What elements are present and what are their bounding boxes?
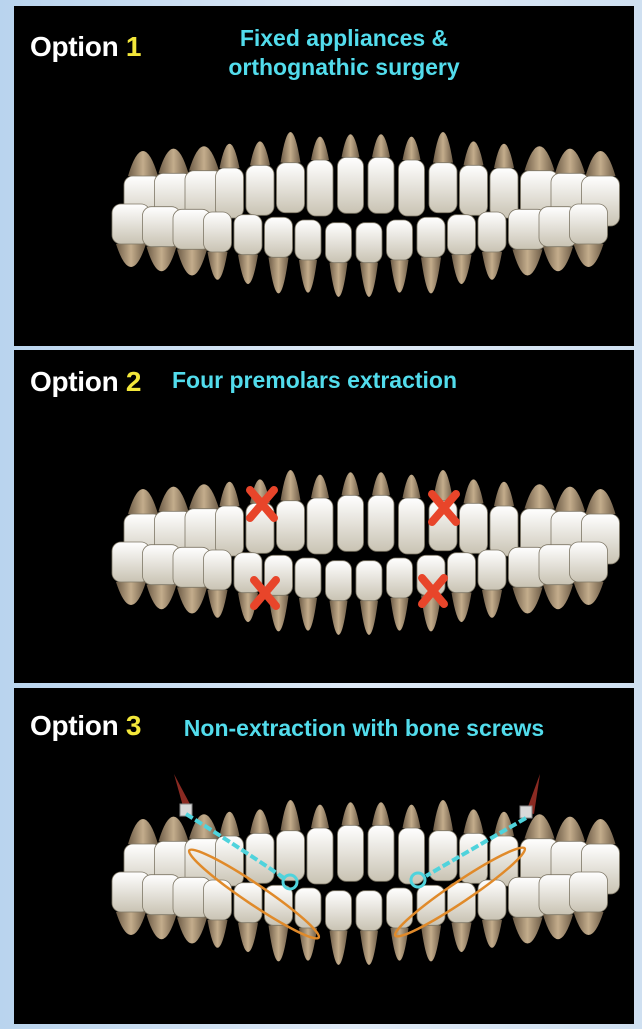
dental-arch-illustration-2: [14, 444, 634, 684]
option-2-label: Option 2: [30, 366, 141, 398]
option-3-description: Non-extraction with bone screws: [164, 714, 564, 743]
lower-tooth: [417, 885, 445, 961]
upper-tooth: [490, 482, 518, 556]
upper-tooth: [277, 800, 305, 881]
option-2-number: 2: [126, 366, 141, 397]
upper-tooth: [429, 800, 457, 881]
dental-arch-illustration-1: [14, 106, 634, 346]
option-2-description: Four premolars extraction: [172, 366, 572, 395]
upper-tooth: [307, 805, 333, 884]
upper-tooth: [277, 470, 305, 551]
bone-screw-right: [520, 774, 540, 818]
lower-tooth: [326, 561, 352, 635]
lower-tooth: [478, 212, 506, 280]
lower-tooth: [356, 223, 382, 297]
upper-tooth: [399, 475, 425, 554]
option-1-label: Option 1: [30, 31, 141, 63]
lower-tooth: [387, 558, 413, 631]
lower-tooth: [234, 215, 262, 284]
bone-screw-left: [174, 774, 192, 816]
option-2-prefix: Option: [30, 366, 118, 397]
option-1-prefix: Option: [30, 31, 118, 62]
lower-tooth: [265, 885, 293, 961]
upper-tooth: [490, 144, 518, 218]
upper-tooth: [460, 479, 488, 553]
option-1-panel: Option 1 Fixed appliances & orthognathic…: [14, 6, 634, 346]
upper-tooth: [429, 132, 457, 213]
lower-tooth: [204, 550, 232, 618]
upper-tooth: [368, 472, 394, 551]
upper-tooth: [307, 475, 333, 554]
option-3-prefix: Option: [30, 710, 118, 741]
upper-tooth: [216, 144, 244, 218]
lower-tooth: [417, 217, 445, 293]
upper-tooth: [246, 809, 274, 883]
lower-tooth: [295, 558, 321, 631]
lower-tooth: [570, 542, 608, 605]
lower-tooth: [204, 212, 232, 280]
option-2-panel: Option 2 Four premolars extraction: [14, 350, 634, 683]
lower-tooth: [478, 550, 506, 618]
upper-tooth: [277, 132, 305, 213]
teeth-arches-1: [112, 132, 620, 297]
lower-tooth: [448, 553, 476, 622]
option-3-label: Option 3: [30, 710, 141, 742]
lower-tooth: [204, 880, 232, 948]
lower-tooth: [295, 220, 321, 293]
upper-tooth: [368, 802, 394, 881]
upper-tooth: [307, 137, 333, 216]
lower-tooth: [326, 891, 352, 965]
lower-tooth: [387, 220, 413, 293]
upper-tooth: [216, 482, 244, 556]
lower-tooth: [234, 883, 262, 952]
lower-tooth: [326, 223, 352, 297]
upper-tooth: [216, 812, 244, 886]
upper-tooth: [338, 472, 364, 551]
upper-tooth: [368, 134, 394, 213]
upper-tooth: [399, 137, 425, 216]
option-3-panel: Option 3 Non-extraction with bone screws: [14, 688, 634, 1024]
lower-tooth: [356, 891, 382, 965]
dental-arch-illustration-3: [14, 774, 634, 1024]
upper-tooth: [460, 141, 488, 215]
teeth-arches-2: [112, 470, 620, 635]
lower-tooth: [448, 215, 476, 284]
lower-tooth: [265, 217, 293, 293]
lower-tooth: [356, 561, 382, 635]
option-1-description: Fixed appliances & orthognathic surgery: [194, 24, 494, 82]
upper-tooth: [246, 141, 274, 215]
upper-tooth: [338, 134, 364, 213]
lower-tooth: [570, 204, 608, 267]
teeth-arches-3: [112, 800, 620, 965]
option-1-number: 1: [126, 31, 141, 62]
upper-tooth: [338, 802, 364, 881]
option-3-number: 3: [126, 710, 141, 741]
lower-tooth: [448, 883, 476, 952]
lower-tooth: [387, 888, 413, 961]
lower-tooth: [570, 872, 608, 935]
